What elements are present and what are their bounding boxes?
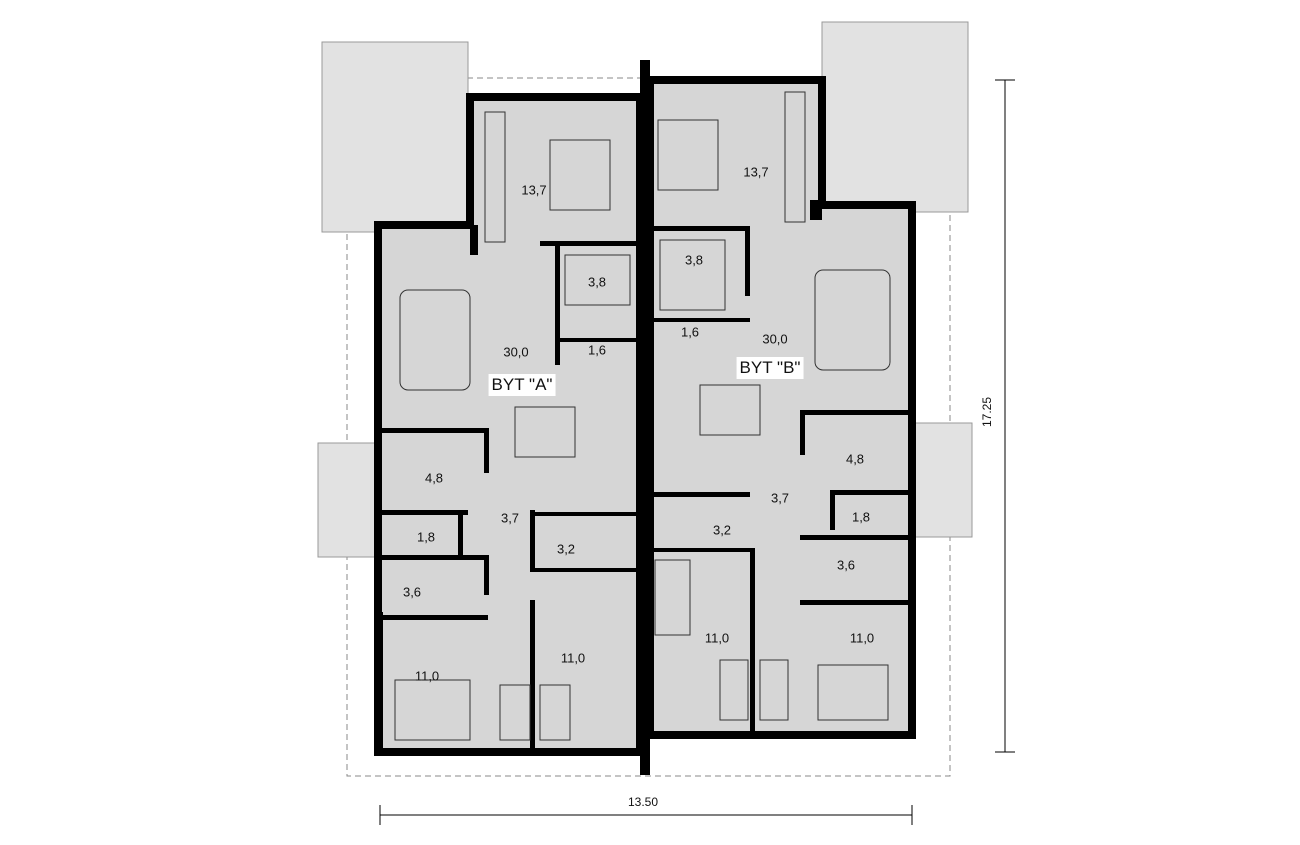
room-area-a-bathroom: 3,8 xyxy=(587,274,607,290)
apartment-a-label: BYT "A" xyxy=(488,374,556,396)
room-area-a-wc: 1,8 xyxy=(416,529,436,545)
room-area-a-closet: 1,6 xyxy=(587,342,607,358)
room-area-b-room-2: 11,0 xyxy=(849,630,875,646)
room-area-a-living: 30,0 xyxy=(503,344,529,360)
party-wall xyxy=(640,60,650,775)
entry-terrace-a xyxy=(317,442,381,558)
room-area-a-bathroom-2: 3,6 xyxy=(402,584,422,600)
terrace-b xyxy=(821,21,969,213)
room-area-a-room-1: 11,0 xyxy=(414,668,440,684)
depth-dimension: 17.25 xyxy=(980,396,995,428)
terrace-a xyxy=(321,41,469,233)
room-area-a-bedroom: 13,7 xyxy=(521,182,547,198)
room-area-b-closet: 1,6 xyxy=(680,324,700,340)
room-area-a-room-2: 11,0 xyxy=(560,650,586,666)
interior-walls-a xyxy=(378,225,640,752)
room-area-b-corridor: 3,7 xyxy=(770,490,790,506)
room-area-b-room-1: 11,0 xyxy=(704,630,730,646)
room-area-b-hall: 4,8 xyxy=(845,451,865,467)
room-area-b-living: 30,0 xyxy=(762,331,788,347)
room-area-b-wc: 1,8 xyxy=(851,509,871,525)
interior-walls-b xyxy=(650,200,912,735)
dimension-lines xyxy=(379,79,1015,825)
room-area-b-bedroom: 13,7 xyxy=(743,164,769,180)
room-area-b-utility: 3,2 xyxy=(712,522,732,538)
width-dimension: 13.50 xyxy=(628,795,659,809)
entry-terrace-b xyxy=(907,422,973,538)
room-area-b-bathroom-2: 3,6 xyxy=(836,557,856,573)
room-area-a-utility: 3,2 xyxy=(556,541,576,557)
apartment-b-label: BYT "B" xyxy=(736,357,804,379)
room-area-a-corridor: 3,7 xyxy=(500,510,520,526)
furniture xyxy=(394,91,891,741)
room-area-a-hall: 4,8 xyxy=(424,470,444,486)
room-area-b-bathroom: 3,8 xyxy=(684,252,704,268)
